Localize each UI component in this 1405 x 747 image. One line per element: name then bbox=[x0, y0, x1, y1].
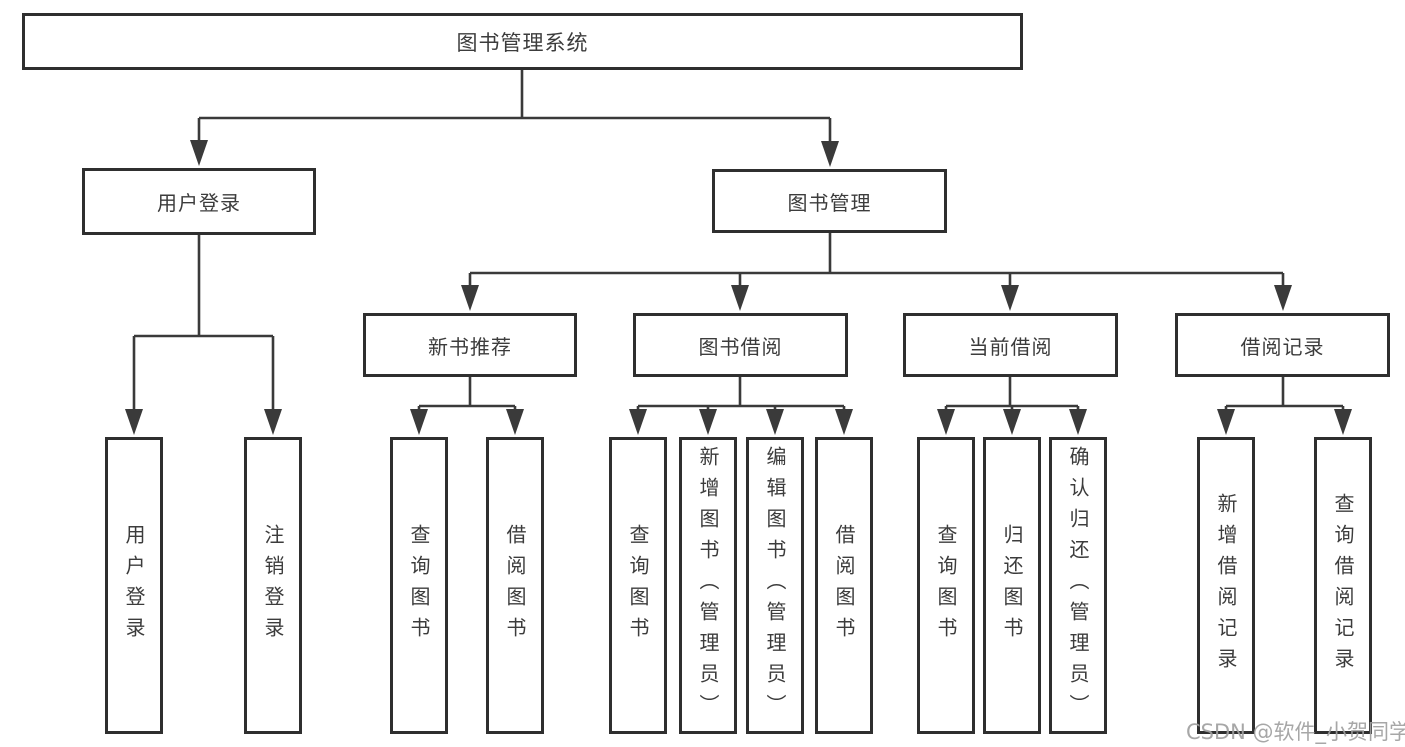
node-book-management: 图书管理 bbox=[712, 169, 947, 233]
csdn-watermark: CSDN @软件_小贺同学 bbox=[1186, 720, 1405, 744]
leaf-query-books-borrowing: 查询图书 bbox=[609, 437, 667, 734]
node-user-login-label: 用户登录 bbox=[157, 191, 241, 215]
leaf-query-books-current-label: 查询图书 bbox=[934, 523, 958, 648]
leaf-borrow-books-recommend: 借阅图书 bbox=[486, 437, 544, 734]
leaf-logout: 注销登录 bbox=[244, 437, 302, 734]
leaf-confirm-return-admin-label: 确认归还（管理员） bbox=[1066, 446, 1090, 725]
leaf-user-login-label: 用户登录 bbox=[122, 523, 146, 648]
node-current-borrowing: 当前借阅 bbox=[903, 313, 1118, 377]
node-book-borrowing-label: 图书借阅 bbox=[698, 334, 783, 359]
node-borrowing-records: 借阅记录 bbox=[1175, 313, 1390, 377]
leaf-query-borrow-record-label: 查询借阅记录 bbox=[1331, 492, 1355, 679]
leaf-query-books-current: 查询图书 bbox=[917, 437, 975, 734]
leaf-confirm-return-admin: 确认归还（管理员） bbox=[1049, 437, 1107, 734]
node-borrowing-records-label: 借阅记录 bbox=[1240, 334, 1325, 359]
leaf-query-books-recommend: 查询图书 bbox=[390, 437, 448, 734]
leaf-edit-books-admin: 编辑图书（管理员） bbox=[746, 437, 804, 734]
leaf-query-borrow-record: 查询借阅记录 bbox=[1314, 437, 1372, 734]
node-user-login: 用户登录 bbox=[82, 168, 316, 235]
leaf-logout-label: 注销登录 bbox=[261, 523, 285, 648]
leaf-add-books-admin-label: 新增图书（管理员） bbox=[696, 446, 720, 725]
node-book-management-label: 图书管理 bbox=[787, 190, 872, 215]
leaf-query-books-recommend-label: 查询图书 bbox=[407, 523, 431, 648]
node-book-borrowing: 图书借阅 bbox=[633, 313, 848, 377]
node-new-book-recommend-label: 新书推荐 bbox=[428, 334, 512, 359]
node-current-borrowing-label: 当前借阅 bbox=[968, 334, 1053, 359]
node-root-label: 图书管理系统 bbox=[456, 30, 589, 55]
leaf-edit-books-admin-label: 编辑图书（管理员） bbox=[763, 446, 787, 725]
leaf-borrow-books-recommend-label: 借阅图书 bbox=[503, 523, 527, 648]
leaf-return-books: 归还图书 bbox=[983, 437, 1041, 734]
leaf-add-books-admin: 新增图书（管理员） bbox=[679, 437, 737, 734]
node-new-book-recommend: 新书推荐 bbox=[363, 313, 577, 377]
leaf-borrow-books-label: 借阅图书 bbox=[832, 523, 856, 648]
leaf-borrow-books: 借阅图书 bbox=[815, 437, 873, 734]
leaf-return-books-label: 归还图书 bbox=[1000, 523, 1024, 648]
leaf-query-books-borrowing-label: 查询图书 bbox=[626, 523, 650, 648]
leaf-add-borrow-record-label: 新增借阅记录 bbox=[1214, 492, 1238, 679]
leaf-add-borrow-record: 新增借阅记录 bbox=[1197, 437, 1255, 734]
node-root-library-system: 图书管理系统 bbox=[22, 13, 1023, 70]
leaf-user-login: 用户登录 bbox=[105, 437, 163, 734]
